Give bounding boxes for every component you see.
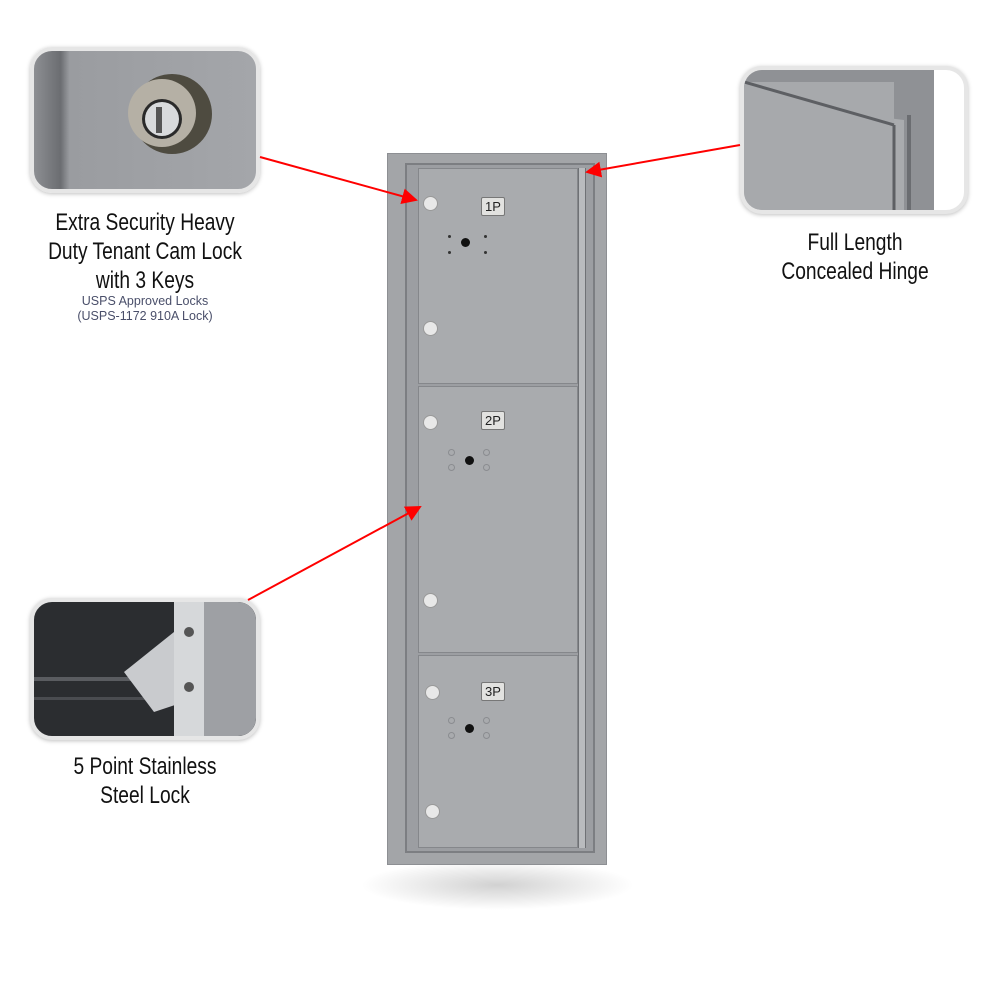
- rivet: [483, 732, 490, 739]
- title-line: 5 Point Stainless: [73, 753, 217, 780]
- door-knob[interactable]: [423, 196, 438, 211]
- arrow-stainless-lock: [247, 506, 422, 601]
- stainless-lock-photo: [30, 598, 260, 740]
- title-line: Concealed Hinge: [781, 258, 929, 285]
- rivet: [484, 235, 487, 238]
- rivet: [483, 717, 490, 724]
- rivet: [448, 449, 455, 456]
- arrow-cam-lock: [259, 156, 418, 204]
- title-line: with 3 Keys: [95, 267, 195, 294]
- rivet: [448, 251, 451, 254]
- door-label: 3P: [481, 682, 505, 701]
- rivet: [448, 732, 455, 739]
- cam-lock-photo: [30, 47, 260, 193]
- cam-lock-title: Extra Security Heavy Duty Tenant Cam Loc…: [29, 208, 261, 295]
- title-line: Duty Tenant Cam Lock: [48, 238, 242, 265]
- title-line: Full Length: [807, 229, 903, 256]
- title-line: Steel Lock: [100, 782, 190, 809]
- stainless-lock-title: 5 Point Stainless Steel Lock: [29, 752, 261, 810]
- door-label: 1P: [481, 197, 505, 216]
- rivet: [448, 235, 451, 238]
- hinge-icon: [744, 70, 934, 210]
- hinge-strip: [578, 168, 586, 848]
- cam-lock-subtitle: USPS Approved Locks (USPS-1172 910A Lock…: [0, 294, 290, 324]
- cabinet-shadow: [360, 860, 635, 910]
- door-knob[interactable]: [423, 415, 438, 430]
- rivet: [448, 464, 455, 471]
- rivet: [484, 251, 487, 254]
- subtitle-line: (USPS-1172 910A Lock): [77, 309, 213, 323]
- door-3p[interactable]: 3P: [418, 655, 578, 848]
- rivet: [483, 449, 490, 456]
- keyhole-icon: [465, 456, 474, 465]
- hinge-title: Full Length Concealed Hinge: [739, 228, 971, 286]
- hinge-photo: [740, 66, 968, 214]
- keyhole-icon: [461, 238, 470, 247]
- door-1p[interactable]: 1P: [418, 168, 578, 384]
- door-knob[interactable]: [423, 321, 438, 336]
- door-label: 2P: [481, 411, 505, 430]
- door-2p[interactable]: 2P: [418, 386, 578, 653]
- door-knob[interactable]: [425, 804, 440, 819]
- door-knob[interactable]: [423, 593, 438, 608]
- stainless-lock-icon: [34, 602, 256, 736]
- arrow-hinge: [585, 144, 741, 178]
- title-line: Extra Security Heavy: [55, 209, 235, 236]
- door-knob[interactable]: [425, 685, 440, 700]
- cam-lock-icon: [128, 74, 212, 154]
- rivet: [448, 717, 455, 724]
- subtitle-line: USPS Approved Locks: [81, 294, 209, 308]
- rivet: [483, 464, 490, 471]
- keyhole-icon: [465, 724, 474, 733]
